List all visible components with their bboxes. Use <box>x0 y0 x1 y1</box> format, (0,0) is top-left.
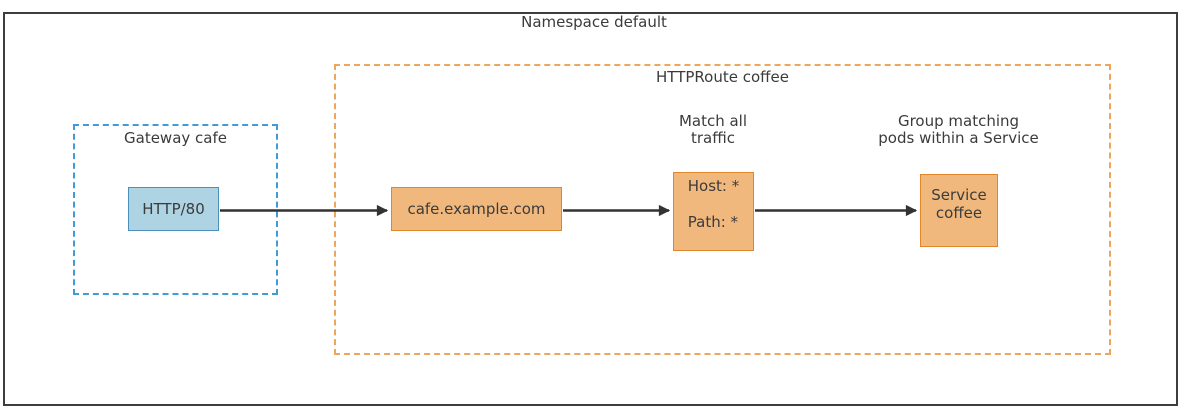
listener-node: HTTP/80 <box>128 187 219 231</box>
hostname-node: cafe.example.com <box>391 187 562 231</box>
gateway-group-label: Gateway cafe <box>124 129 227 147</box>
httproute-group-label: HTTPRoute coffee <box>656 68 789 86</box>
backend-annotation: Group matching pods within a Service <box>878 112 1039 147</box>
match-host-line: Host: * <box>687 176 740 195</box>
service-node: Service coffee <box>920 174 998 247</box>
match-path-line: Path: * <box>687 212 739 231</box>
match-annotation: Match all traffic <box>678 112 748 147</box>
match-rule-lines: Host: * Path: * <box>688 159 739 249</box>
namespace-title: Namespace default <box>521 13 667 31</box>
match-rule-node: Host: * Path: * <box>673 172 754 251</box>
